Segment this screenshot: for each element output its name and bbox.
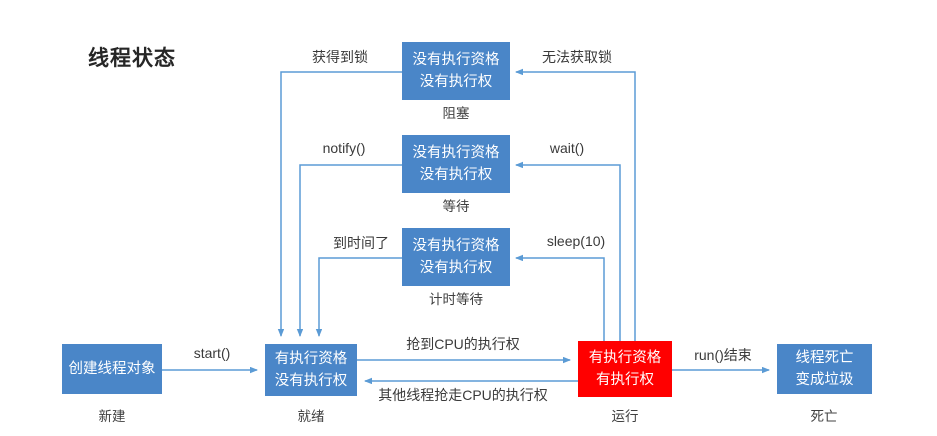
node-timed-waiting-line2: 没有执行权 xyxy=(419,260,493,276)
node-blocked-caption: 阻塞 xyxy=(442,106,470,121)
edge-label-time-up: 到时间了 xyxy=(333,235,389,251)
node-dead[interactable]: 线程死亡 变成垃圾 xyxy=(777,344,872,394)
edge-label-start: start() xyxy=(193,345,231,361)
node-dead-caption: 死亡 xyxy=(810,409,838,424)
edge-label-got-cpu: 抢到CPU的执行权 xyxy=(406,336,520,352)
node-running-line2: 有执行权 xyxy=(596,372,654,388)
node-blocked-line2: 没有执行权 xyxy=(419,74,493,90)
node-blocked-line1: 没有执行资格 xyxy=(412,51,500,68)
edge-blocked-to-ready xyxy=(277,71,402,337)
edge-label-wait: wait() xyxy=(549,140,585,156)
page-title: 线程状态 xyxy=(88,47,176,70)
edge-running-to-timedwaiting xyxy=(515,254,605,341)
edge-label-cannot-get-lock: 无法获取锁 xyxy=(542,49,612,65)
node-dead-line1: 线程死亡 xyxy=(795,349,854,366)
node-waiting-line1: 没有执行资格 xyxy=(412,144,500,161)
node-ready-line2: 没有执行权 xyxy=(274,373,348,389)
edge-label-lost-cpu: 其他线程抢走CPU的执行权 xyxy=(378,387,548,403)
node-waiting-caption: 等待 xyxy=(442,199,470,214)
node-new[interactable]: 创建线程对象 xyxy=(62,344,162,394)
node-running-line1: 有执行资格 xyxy=(588,349,662,366)
node-ready[interactable]: 有执行资格 没有执行权 xyxy=(265,344,357,396)
node-running[interactable]: 有执行资格 有执行权 xyxy=(578,341,672,397)
node-new-caption: 新建 xyxy=(98,409,126,424)
node-timed-waiting[interactable]: 没有执行资格 没有执行权 xyxy=(402,228,510,286)
node-running-caption: 运行 xyxy=(611,409,639,424)
edge-running-to-waiting xyxy=(515,161,621,341)
node-waiting-line2: 没有执行权 xyxy=(419,167,493,183)
edge-running-to-blocked xyxy=(515,68,636,341)
edge-timedwaiting-to-ready xyxy=(315,257,402,337)
node-new-line1: 创建线程对象 xyxy=(68,360,156,377)
node-ready-line1: 有执行资格 xyxy=(274,350,348,367)
edge-label-got-lock: 获得到锁 xyxy=(312,49,368,65)
node-blocked[interactable]: 没有执行资格 没有执行权 xyxy=(402,42,510,100)
edge-label-sleep: sleep(10) xyxy=(546,233,606,249)
edge-label-run-end: run()结束 xyxy=(694,347,752,363)
node-ready-caption: 就绪 xyxy=(297,409,325,424)
node-waiting[interactable]: 没有执行资格 没有执行权 xyxy=(402,135,510,193)
node-timed-waiting-line1: 没有执行资格 xyxy=(412,237,500,254)
node-dead-line2: 变成垃圾 xyxy=(795,372,854,388)
node-timed-waiting-caption: 计时等待 xyxy=(429,292,483,307)
edge-label-notify: notify() xyxy=(322,140,366,156)
edge-waiting-to-ready xyxy=(296,164,402,337)
